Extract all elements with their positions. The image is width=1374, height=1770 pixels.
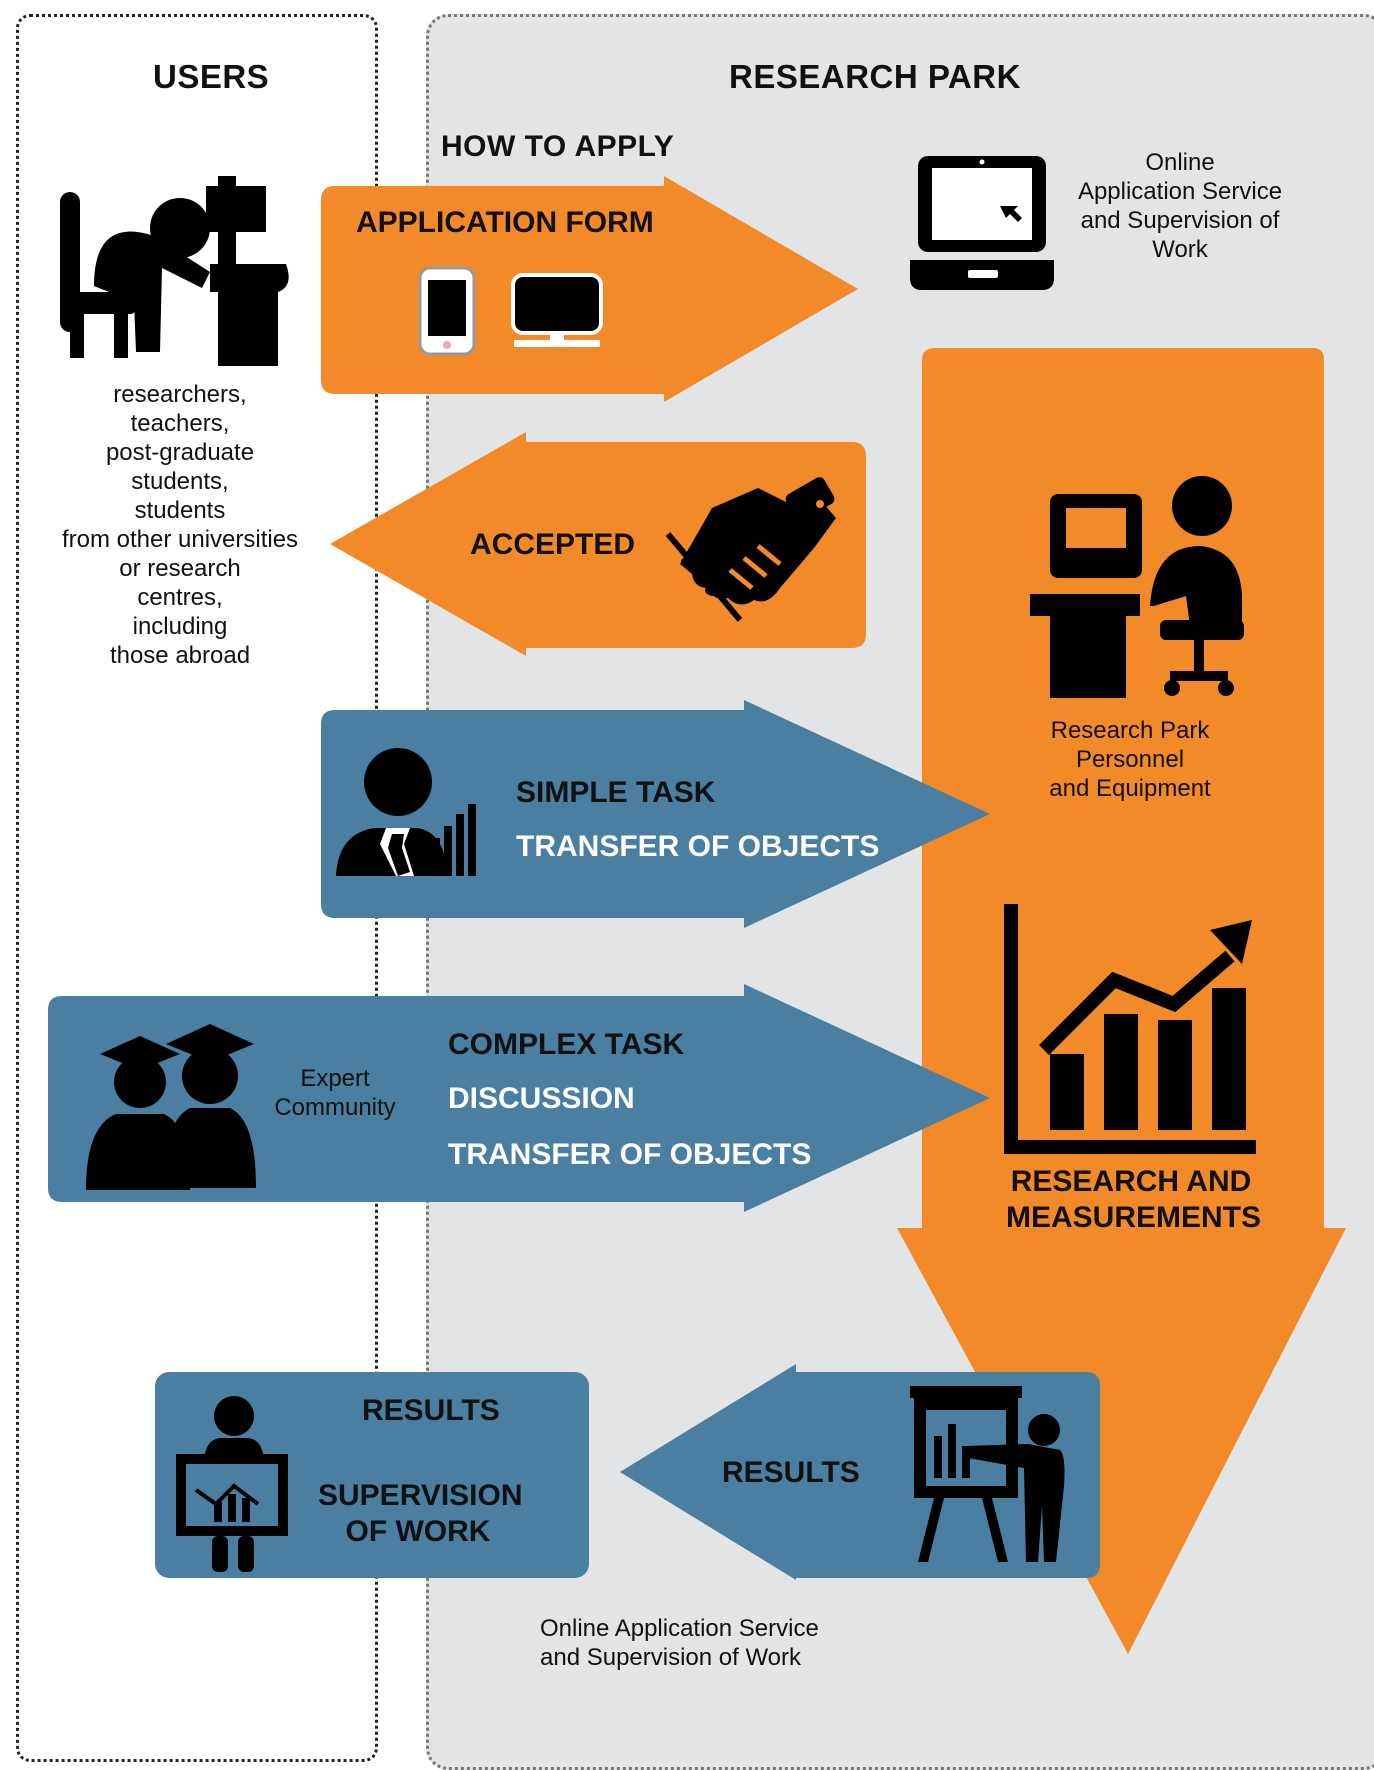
simple-task-label: SIMPLE TASK	[516, 776, 716, 809]
research-park-heading: RESEARCH PARK	[729, 58, 1021, 95]
discussion-label: DISCUSSION	[448, 1082, 635, 1115]
expert-community-line: Community	[274, 1094, 396, 1121]
online-service-line: Online	[1145, 149, 1215, 176]
users-description-line: students,	[131, 468, 229, 495]
laptop-icon	[910, 156, 1054, 290]
research-measurements-label: RESEARCH AND MEASUREMENTS	[1006, 1164, 1262, 1236]
users-description-line: researchers,	[113, 381, 247, 408]
complex-task-label: COMPLEX TASK	[448, 1028, 685, 1061]
bottom-note-line: Online Application Service	[540, 1615, 819, 1642]
online-service-line: Application Service	[1077, 178, 1283, 205]
business-person-chart-icon	[336, 748, 476, 876]
personnel-equipment-icon	[1030, 476, 1244, 698]
personnel-text: Research Park Personnel and Equipment	[1010, 716, 1250, 803]
personnel-line: and Equipment	[1049, 775, 1211, 802]
supervision-line: OF WORK	[345, 1515, 491, 1548]
users-description-line: centres,	[137, 584, 223, 611]
application-form-label: APPLICATION FORM	[356, 206, 654, 239]
simple-transfer-label: TRANSFER OF OBJECTS	[516, 830, 880, 863]
personnel-line: Personnel	[1075, 746, 1185, 773]
research-line: RESEARCH AND	[1010, 1165, 1252, 1198]
supervision-line: SUPERVISION	[318, 1479, 523, 1512]
expert-community-line: Expert	[300, 1065, 370, 1092]
personnel-line: Research Park	[1050, 717, 1210, 744]
research-line: MEASUREMENTS	[1006, 1201, 1262, 1234]
graduates-icon	[86, 1024, 256, 1190]
expert-community-text: Expert Community	[260, 1064, 410, 1122]
presenter-with-chart-icon	[176, 1396, 288, 1572]
online-service-line: and Supervision of	[1080, 207, 1280, 234]
how-to-apply-heading: HOW TO APPLY	[441, 130, 675, 163]
desktop-monitor-icon	[511, 273, 603, 347]
results-arrow-label: RESULTS	[722, 1456, 860, 1489]
growth-chart-icon	[1004, 904, 1256, 1154]
users-description-line: teachers,	[130, 410, 230, 437]
mobile-phone-icon	[418, 266, 476, 356]
users-description-line: students	[134, 497, 226, 524]
results-box-title: RESULTS	[362, 1394, 500, 1427]
users-description: researchers, teachers, post-graduate stu…	[40, 380, 320, 670]
users-description-line: including	[132, 613, 228, 640]
users-heading: USERS	[153, 58, 270, 95]
online-service-line: Work	[1152, 236, 1208, 263]
bottom-note-line: and Supervision of Work	[540, 1644, 802, 1671]
complex-transfer-label: TRANSFER OF OBJECTS	[448, 1138, 812, 1171]
researcher-at-computer-icon	[60, 176, 289, 366]
online-service-text: Online Application Service and Supervisi…	[1050, 148, 1310, 264]
users-description-line: those abroad	[109, 642, 251, 669]
accepted-label: ACCEPTED	[470, 528, 636, 561]
presenter-board-icon	[910, 1386, 1065, 1562]
supervision-of-work-label: SUPERVISION OF WORK	[318, 1478, 523, 1550]
users-description-line: from other universities	[61, 526, 299, 553]
handshake-icon	[665, 477, 836, 622]
users-description-line: or research	[119, 555, 241, 582]
bottom-online-service-note: Online Application Service and Supervisi…	[540, 1614, 840, 1672]
users-description-line: post-graduate	[105, 439, 255, 466]
